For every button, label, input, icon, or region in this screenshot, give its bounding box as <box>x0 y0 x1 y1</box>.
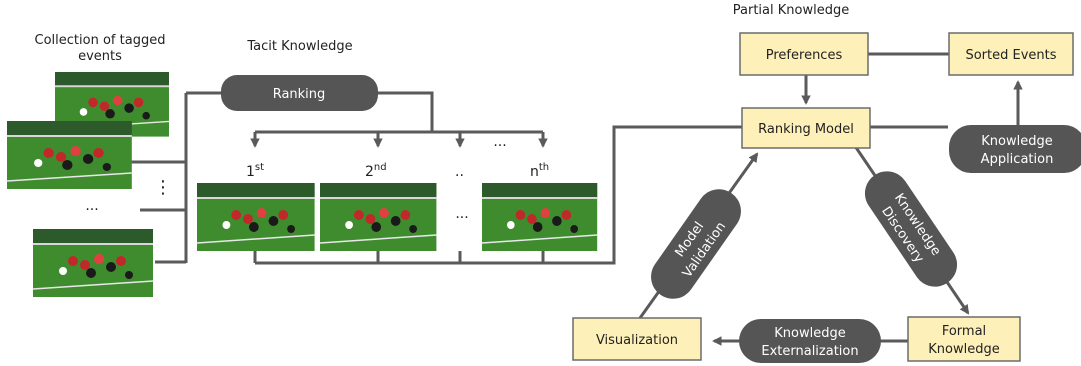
model-validation-pill: Model Validation <box>651 189 741 299</box>
ranked-thumbnail-2 <box>319 182 438 252</box>
formal-knowledge-label-2: Knowledge <box>928 342 999 357</box>
sorted-events-label: Sorted Events <box>965 48 1056 63</box>
knowledge-application-pill: Knowledge Application <box>949 125 1081 173</box>
collection-title-line1: Collection of tagged <box>35 33 166 48</box>
rank-dots: ··· <box>493 138 506 154</box>
ranking-connectors <box>250 91 548 148</box>
ranking-to-model-connector <box>253 125 742 265</box>
cycle-connectors <box>638 52 1023 346</box>
ranking-pill: Ranking <box>221 75 378 111</box>
ranked-thumbnail-1 <box>196 182 316 252</box>
knowledge-externalization-label-1: Knowledge <box>774 326 845 341</box>
tacit-knowledge-label: Tacit Knowledge <box>246 39 352 54</box>
formal-knowledge-label-1: Formal <box>942 324 986 339</box>
ranking-model-label: Ranking Model <box>758 122 854 137</box>
rank-label-n: nth <box>530 162 549 180</box>
ranking-model-box: Ranking Model <box>741 107 871 149</box>
partial-knowledge-label: Partial Knowledge <box>733 3 849 18</box>
rank-label-1: 1st <box>246 162 264 180</box>
sorted-events-box: Sorted Events <box>948 32 1074 76</box>
collection-connectors <box>130 91 225 264</box>
ranking-pill-label: Ranking <box>273 87 326 102</box>
knowledge-application-label-2: Application <box>981 152 1054 167</box>
visualization-label: Visualization <box>596 333 678 348</box>
rank-label-dots: .. <box>455 164 464 180</box>
knowledge-discovery-pill: Knowledge Discovery <box>864 171 958 287</box>
event-thumbnail-2 <box>6 120 133 190</box>
ranked-thumbnail-n <box>481 182 598 252</box>
visualization-box: Visualization <box>572 317 702 361</box>
vertical-ellipsis: ⋮ <box>154 177 172 198</box>
knowledge-externalization-label-2: Externalization <box>761 344 858 359</box>
knowledge-application-label-1: Knowledge <box>981 134 1052 149</box>
collection-title-line2: events <box>78 49 122 64</box>
preferences-label: Preferences <box>766 48 843 63</box>
event-thumbnail-3 <box>32 228 154 298</box>
preferences-box: Preferences <box>739 32 869 76</box>
knowledge-externalization-pill: Knowledge Externalization <box>739 319 881 363</box>
formal-knowledge-box: Formal Knowledge <box>907 316 1021 362</box>
horizontal-ellipsis-left: ··· <box>85 202 98 218</box>
rank-label-2: 2nd <box>365 162 387 180</box>
ranked-ellipsis: ··· <box>455 210 468 226</box>
